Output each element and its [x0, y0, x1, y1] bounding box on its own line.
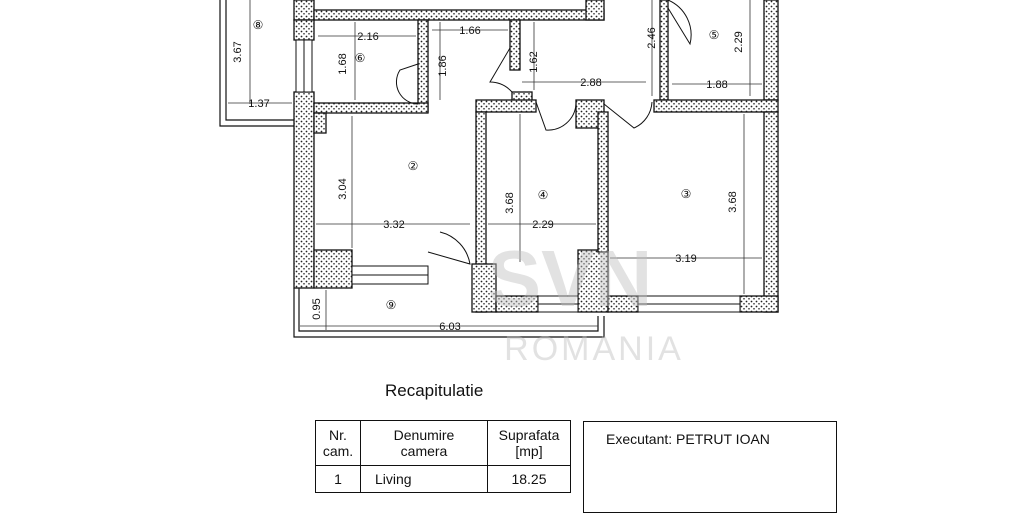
recap-title: Recapitulatie [385, 381, 484, 400]
header-name-line1: Denumire [393, 427, 455, 443]
room-number-4: ④ [538, 188, 549, 202]
dim-label: 1.86 [437, 55, 449, 76]
dim-label: 1.37 [248, 98, 269, 110]
dim-label: 2.46 [646, 27, 658, 48]
room-numbers: ⑧ ⑥ ⑤ ② ④ ③ ⑨ [253, 18, 720, 312]
header-area-line1: Suprafata [498, 427, 560, 443]
dim-label: 1.62 [528, 51, 540, 72]
dim-label: 3.68 [727, 191, 739, 212]
watermark-country: ROMANIA [504, 330, 684, 368]
row-name-text: Living [375, 471, 412, 487]
dim-label: 1.68 [337, 53, 349, 74]
dim-label: 3.32 [383, 219, 404, 231]
dim-label: 3.68 [504, 192, 516, 213]
dim-label: 3.04 [337, 178, 349, 199]
dim-label: 1.88 [706, 79, 727, 91]
watermark-brand: SVN [488, 234, 653, 323]
room-number-2: ② [408, 159, 419, 173]
balcony-8-outline [219, 0, 294, 127]
header-nr: Nr. cam. [315, 420, 361, 466]
dim-label: 0.95 [311, 298, 323, 319]
dimension-labels: 3.67 2.16 1.66 1.68 1.86 1.62 2.46 2.29 … [232, 25, 745, 333]
windows [295, 39, 741, 313]
dim-label: 1.66 [459, 25, 480, 37]
header-name-line2: camera [400, 443, 448, 459]
table-header-row: Nr. cam. Denumire camera Suprafata [mp] [315, 420, 571, 466]
dimension-lines [228, 0, 762, 330]
room-number-8: ⑧ [253, 18, 264, 32]
dim-label: 6.03 [439, 321, 460, 333]
dim-label: 2.29 [532, 219, 553, 231]
header-name: Denumire camera [360, 420, 488, 466]
walls [293, 0, 779, 313]
table-row: 1 Living 18.25 [315, 465, 571, 493]
floor-plan: 3.67 2.16 1.66 1.68 1.86 1.62 2.46 2.29 … [219, 0, 779, 368]
header-area-line2: [mp] [515, 443, 543, 459]
header-area: Suprafata [mp] [487, 420, 571, 466]
dim-label: 2.16 [357, 31, 378, 43]
door-swings [395, 0, 692, 265]
room-number-3: ③ [681, 187, 692, 201]
room-number-6: ⑥ [355, 51, 366, 65]
loggia-9-outline [293, 288, 605, 338]
recap-table: Nr. cam. Denumire camera Suprafata [mp] … [315, 420, 571, 493]
row-nr: 1 [315, 465, 361, 493]
executant-text: Executant: PETRUT IOAN [606, 431, 770, 447]
executant-box: Executant: PETRUT IOAN [583, 421, 837, 513]
row-name: Living [360, 465, 488, 493]
header-nr-line2: cam. [322, 443, 354, 459]
watermark: SVN ROMANIA [488, 234, 684, 368]
dim-label: 3.67 [232, 41, 244, 62]
dim-label: 3.19 [675, 253, 696, 265]
row-area: 18.25 [487, 465, 571, 493]
room-number-9: ⑨ [386, 298, 397, 312]
header-nr-line1: Nr. [329, 427, 347, 443]
room-number-5: ⑤ [709, 28, 720, 42]
dim-label: 2.88 [580, 77, 601, 89]
dim-label: 2.29 [733, 31, 745, 52]
